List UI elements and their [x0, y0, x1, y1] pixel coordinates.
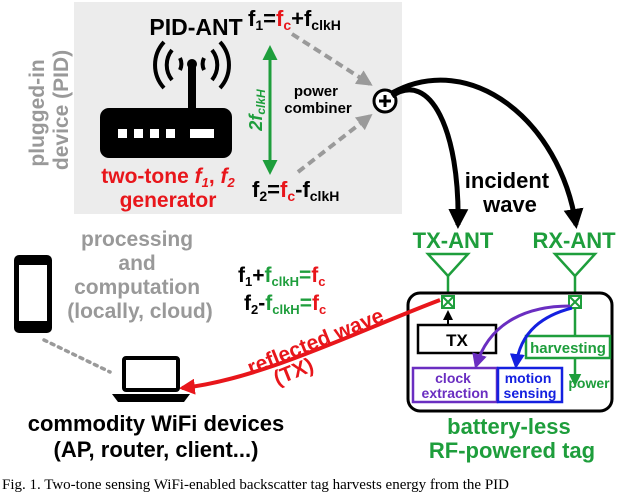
two-fclk-label: 2fclkH [246, 89, 268, 132]
tx-switch-icon [441, 295, 455, 309]
figure-caption: Fig. 1. Two-tone sensing WiFi-enabled ba… [2, 477, 509, 493]
laptop-icon [112, 356, 190, 402]
rx-to-clock-arrow [472, 304, 571, 369]
processing-label: processing and computation (locally, clo… [67, 228, 212, 323]
power-output-label: power [568, 375, 610, 391]
rx-switch-icon [568, 295, 582, 309]
power-combiner-label: power combiner [284, 83, 352, 117]
tx-ant-label: TX-ANT [413, 228, 494, 253]
generator-label-2: generator [120, 189, 217, 212]
f1-to-combiner-arrow [290, 32, 373, 86]
harvesting-block [524, 334, 612, 360]
generator-label: two-tone f1, f2 [101, 165, 235, 190]
phone-to-laptop-link [42, 338, 112, 374]
router-icon [100, 40, 232, 158]
rx-to-motion-arrow [509, 306, 573, 369]
rx-ant-label: RX-ANT [532, 228, 616, 253]
clock-extraction-block [411, 366, 499, 404]
incident-wave-arrow-rx [390, 77, 584, 229]
rx-antenna-icon [552, 252, 598, 296]
wifi-devices-sub-label: (AP, router, client...) [54, 437, 259, 462]
tx-equation-2: f2-fclkH=fc [244, 292, 326, 317]
f2-to-combiner-arrow [296, 114, 373, 174]
f2-equation: f2=fc-fclkH [252, 177, 339, 204]
phone-icon [14, 255, 52, 333]
motion-sensing-label: motion sensing [504, 370, 557, 401]
tx-equation-1: f1+fclkH=fc [238, 264, 325, 289]
incident-wave-label: incident wave [465, 168, 555, 217]
power-combiner-icon [372, 88, 398, 114]
wifi-devices-label: commodity WiFi devices [28, 411, 285, 436]
pid-vertical-label: plugged-in device (PID) [26, 50, 73, 170]
clock-extraction-label: clock extraction [422, 370, 489, 401]
reflected-wave-label: reflected wave [244, 304, 387, 380]
harvesting-label: harvesting [530, 340, 606, 357]
tx-antenna-icon [425, 252, 471, 296]
f1-equation: f1=fc+fclkH [248, 6, 341, 33]
incident-wave-arrow-tx [390, 87, 469, 229]
tag-label: battery-less RF-powered tag [429, 414, 595, 463]
reflected-wave-arrow [178, 298, 441, 395]
pid-ant-label: PID-ANT [149, 14, 242, 40]
tx-block-label: TX [446, 331, 468, 350]
motion-sensing-block [496, 366, 564, 404]
